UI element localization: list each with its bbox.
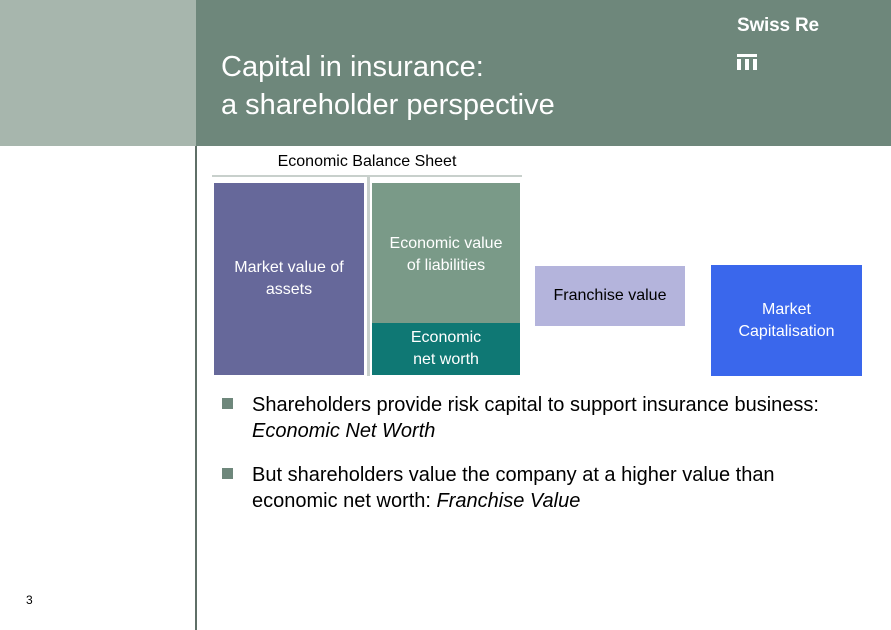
swiss-re-logo-icon (737, 54, 757, 70)
vertical-divider (195, 146, 197, 630)
bullet-emphasis: Franchise Value (436, 490, 581, 512)
bullet-text: But shareholders value the company at a … (252, 464, 775, 512)
bullet-square-icon (222, 398, 233, 409)
franchise-value-box: Franchise value (535, 266, 685, 326)
balance-sheet-rule (212, 175, 522, 177)
net-worth-box: Economic net worth (372, 323, 520, 375)
balance-sheet-title: Economic Balance Sheet (277, 153, 457, 170)
liabilities-box: Economic value of liabilities (372, 183, 520, 323)
header-band (196, 0, 891, 146)
page-number: 3 (26, 593, 33, 607)
brand-name: Swiss Re (737, 15, 819, 36)
bullet-emphasis: Economic Net Worth (252, 420, 436, 442)
market-capitalisation-box: Market Capitalisation (711, 265, 862, 376)
assets-box: Market value of assets (214, 183, 364, 375)
bullet-square-icon (222, 468, 233, 479)
side-band (0, 0, 196, 146)
bullet-text: Shareholders provide risk capital to sup… (252, 394, 819, 416)
balance-sheet-divider (367, 177, 370, 376)
slide-title: Capital in insurance: a shareholder pers… (221, 51, 555, 121)
